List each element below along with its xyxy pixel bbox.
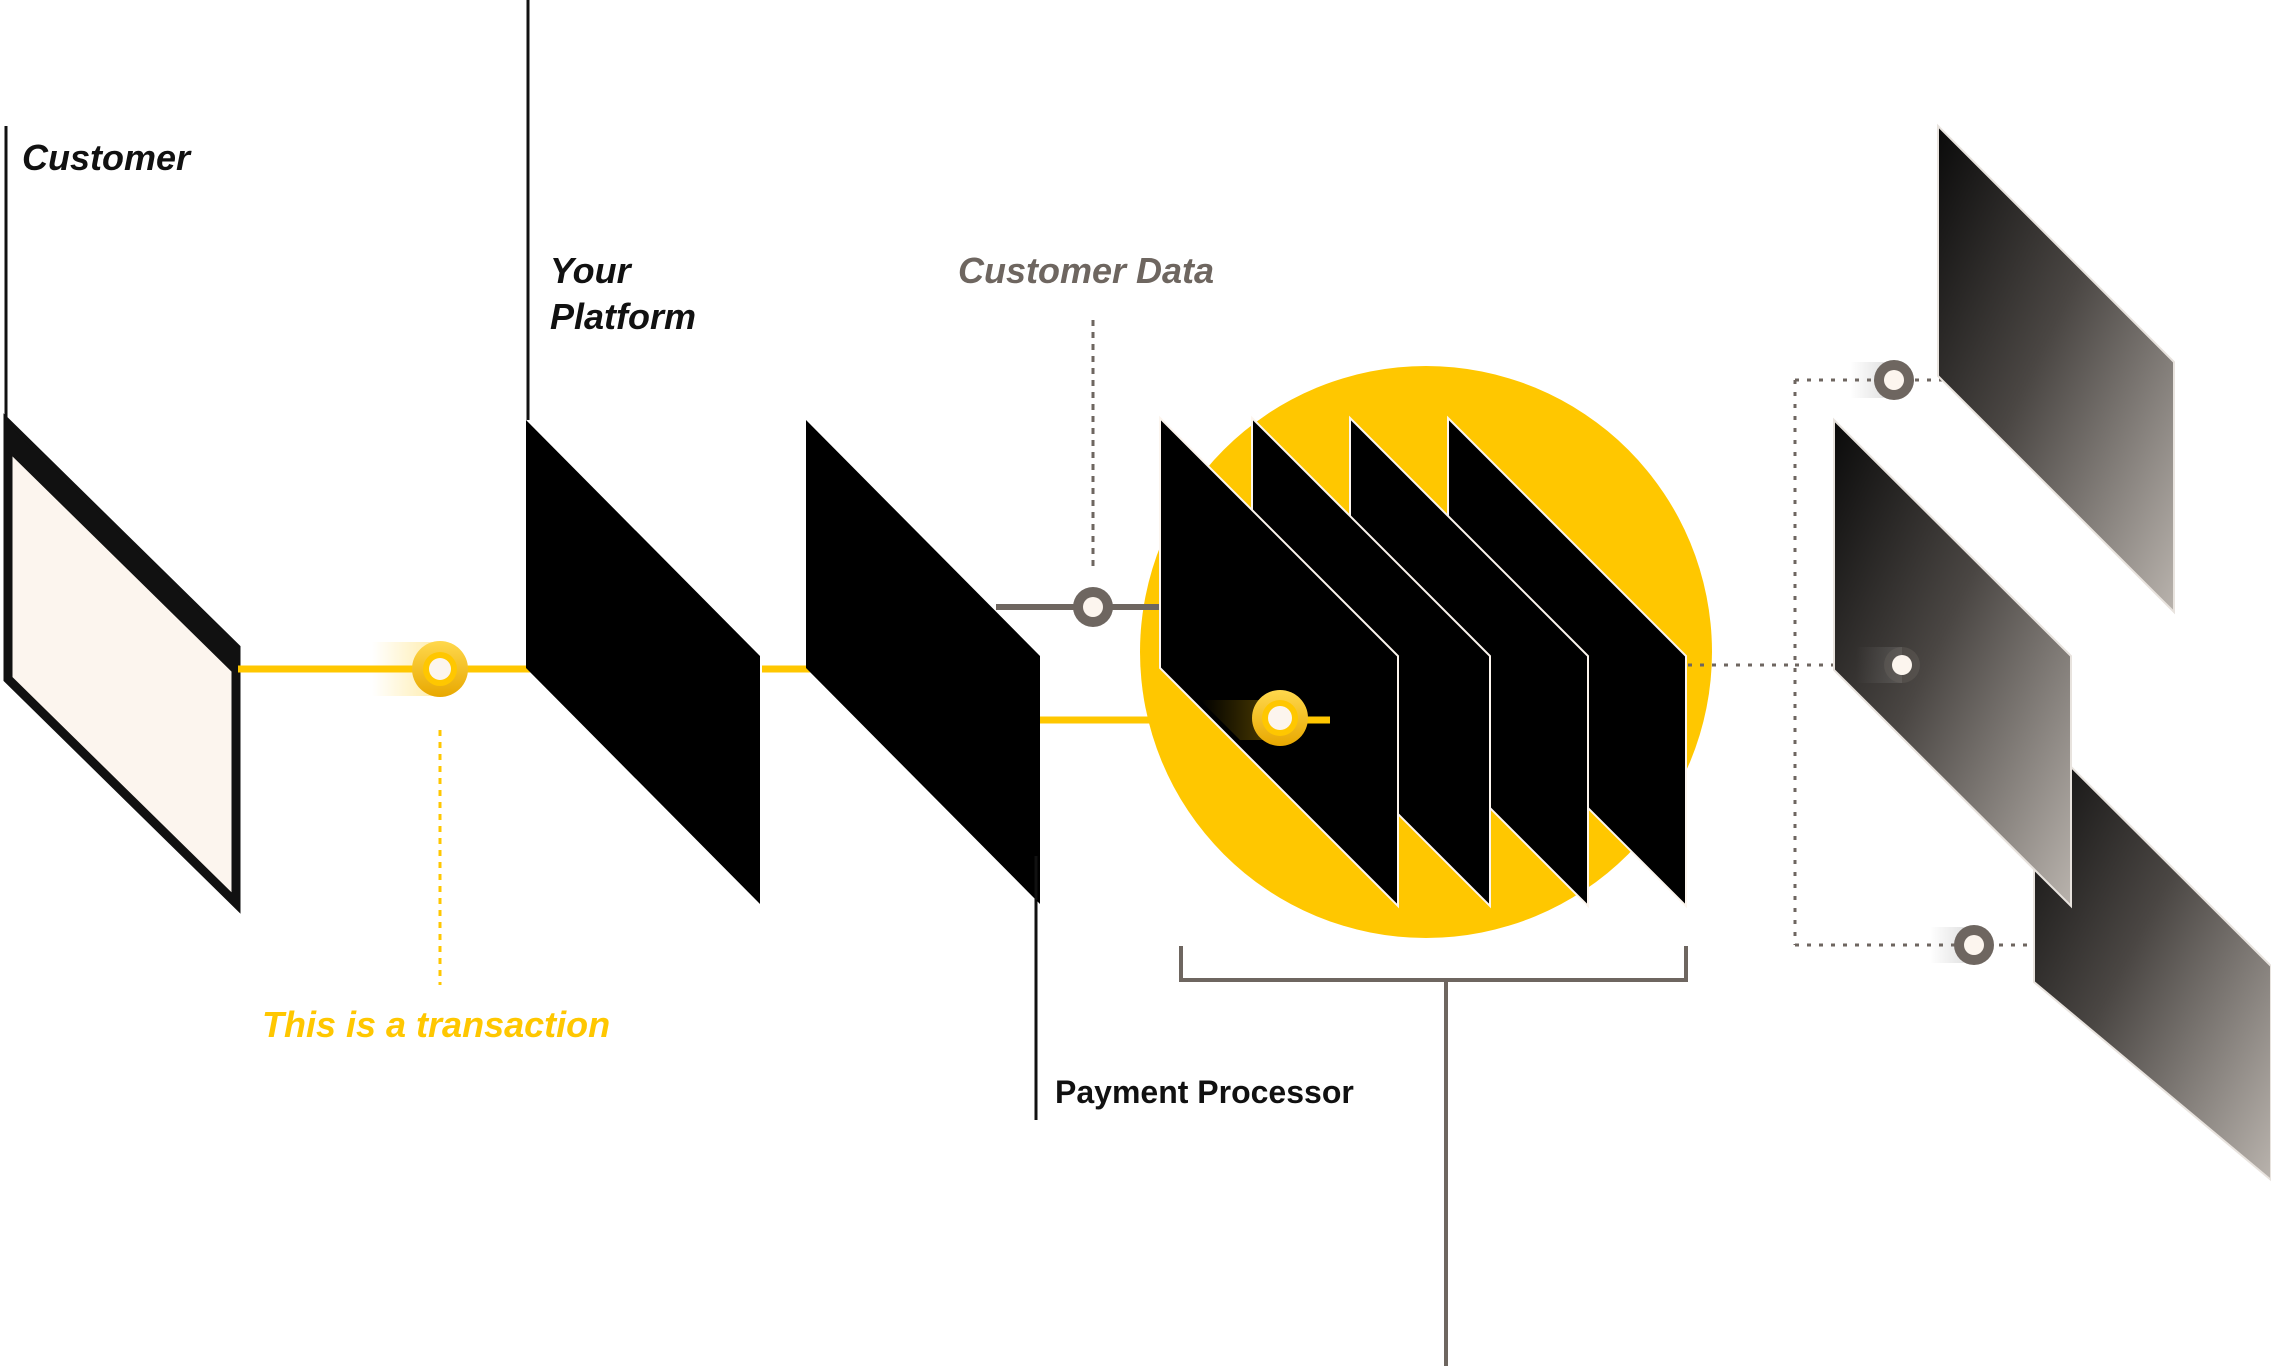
customer-label: Customer — [22, 137, 192, 178]
processor-marker — [1252, 690, 1308, 746]
your-platform-label-line1: Your — [550, 250, 633, 291]
destination-marker-middle — [1856, 647, 1920, 683]
platform-panel-secondary — [806, 420, 1040, 904]
platform-panel — [526, 420, 760, 904]
payment-processor-label: Payment Processor — [1055, 1074, 1354, 1110]
processor-bracket — [1179, 946, 1688, 1366]
customer-data-marker — [1073, 587, 1113, 627]
destination-marker-top — [1850, 360, 1914, 400]
customer-data-label: Customer Data — [958, 250, 1214, 291]
destination-marker-bottom — [1930, 925, 1994, 965]
your-platform-label-line2: Platform — [550, 296, 696, 337]
destination-panel-middle — [1833, 417, 2072, 909]
transaction-label: This is a transaction — [262, 1004, 610, 1045]
processor-panel-1 — [1159, 415, 1399, 909]
browser-window-icon — [3, 413, 241, 914]
outbound-dotted-connector — [1688, 378, 2135, 947]
destination-panel-bottom — [2033, 727, 2271, 1182]
transaction-marker — [372, 641, 468, 697]
destination-panel-top — [1937, 123, 2175, 615]
